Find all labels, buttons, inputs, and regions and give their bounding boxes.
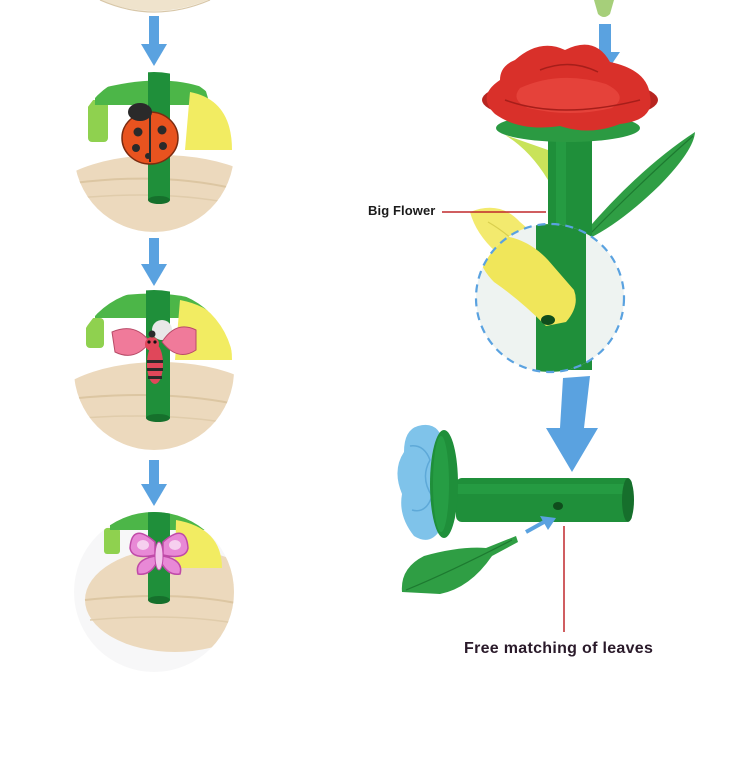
step-circle-butterfly [74,512,234,672]
ladybug-icon [121,103,179,165]
big-flower-label: Big Flower [368,203,436,218]
down-arrow-icon [141,238,167,286]
step-circle-bee [74,290,234,450]
down-arrow-icon [141,460,167,506]
up-right-arrow-icon [525,516,556,534]
butterfly-icon [129,532,189,575]
red-flower-petals [482,44,658,131]
top-stem-stub [594,0,614,17]
blue-flower-assembly [397,424,634,540]
step-circle-ladybug [74,72,234,232]
down-arrow-icon [141,16,167,66]
zoom-detail-circle [474,222,626,374]
free-matching-label: Free matching of leaves [464,640,654,657]
bee-icon [111,320,197,384]
loose-leaf [401,536,518,594]
top-partial-circle [99,0,211,13]
down-arrow-icon [546,376,598,472]
